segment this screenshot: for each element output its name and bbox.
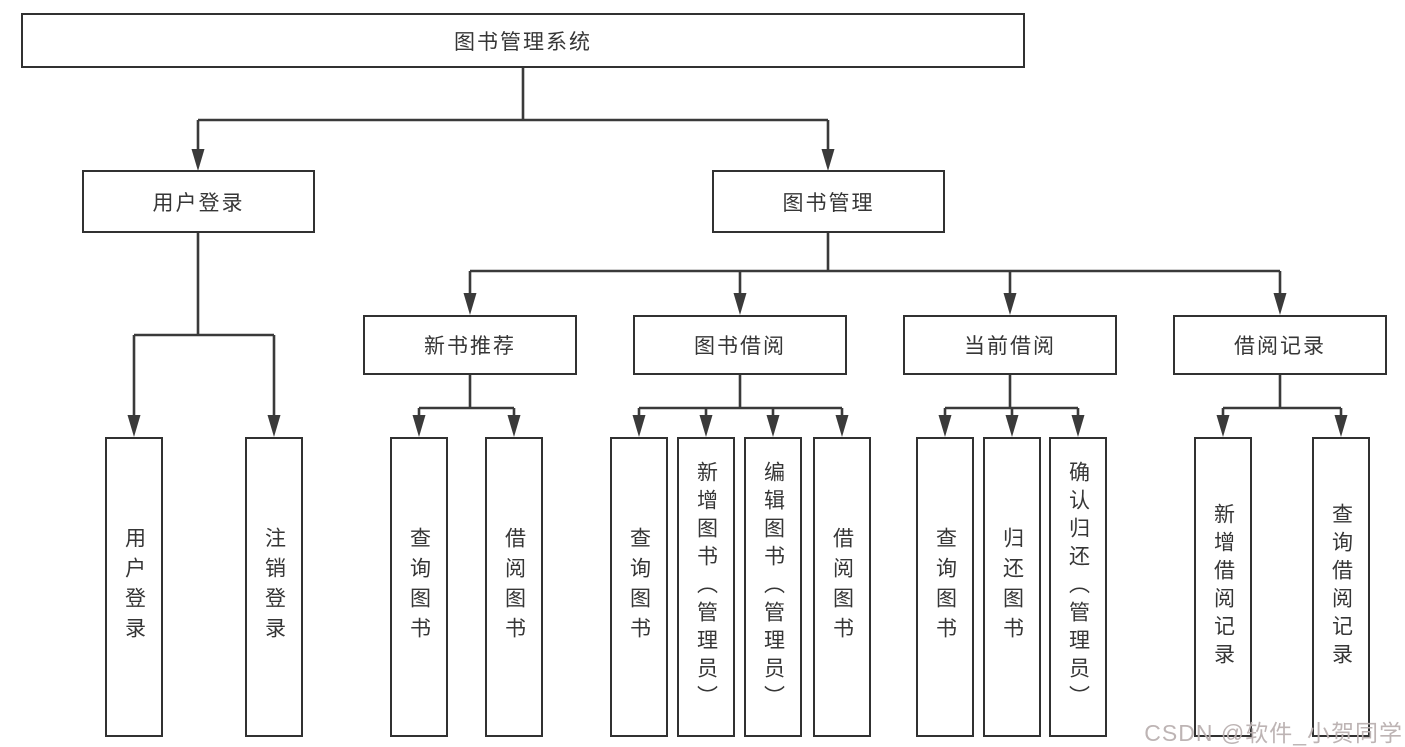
arrow-down-icon	[938, 415, 952, 437]
arrow-down-icon	[699, 415, 713, 437]
arrow-down-icon	[632, 415, 646, 437]
csdn-watermark: CSDN @软件_小贺同学	[1144, 720, 1403, 746]
arrow-down-icon	[507, 415, 521, 437]
arrow-down-icon	[191, 149, 205, 171]
arrow-down-icon	[733, 293, 747, 315]
node-label: 新书推荐	[424, 335, 516, 358]
node-library-management-system: 图书管理系统	[21, 13, 1025, 68]
node-leaf-borrow-edit-admin: 编辑图书（管理员）	[744, 437, 802, 737]
node-leaf-borrow-query: 查询图书	[610, 437, 668, 737]
arrow-down-icon	[766, 415, 780, 437]
node-leaf-current-confirm-admin: 确认归还（管理员）	[1049, 437, 1107, 737]
arrow-down-icon	[127, 415, 141, 437]
node-label: 查询图书	[407, 527, 431, 647]
node-leaf-records-add: 新增借阅记录	[1194, 437, 1252, 737]
arrow-down-icon	[821, 149, 835, 171]
node-leaf-user-login: 用户登录	[105, 437, 163, 737]
node-borrow-records: 借阅记录	[1173, 315, 1387, 375]
node-label: 借阅记录	[1234, 335, 1326, 358]
node-leaf-records-query: 查询借阅记录	[1312, 437, 1370, 737]
node-label: 图书管理	[782, 191, 875, 215]
arrow-down-icon	[463, 293, 477, 315]
node-label: 归还图书	[1000, 527, 1024, 647]
node-new-book-recommend: 新书推荐	[363, 315, 577, 375]
node-leaf-borrow-borrow: 借阅图书	[813, 437, 871, 737]
arrow-down-icon	[1334, 415, 1348, 437]
node-label: 借阅图书	[830, 527, 854, 647]
node-leaf-current-return: 归还图书	[983, 437, 1041, 737]
node-leaf-logout: 注销登录	[245, 437, 303, 737]
node-label: 用户登录	[152, 191, 245, 215]
arrow-down-icon	[1071, 415, 1085, 437]
node-label: 编辑图书（管理员）	[761, 461, 785, 713]
node-leaf-newbook-borrow: 借阅图书	[485, 437, 543, 737]
node-label: 确认归还（管理员）	[1066, 461, 1090, 713]
node-label: 用户登录	[122, 527, 146, 647]
node-label: 查询图书	[933, 527, 957, 647]
node-leaf-newbook-query: 查询图书	[390, 437, 448, 737]
node-leaf-borrow-add-admin: 新增图书（管理员）	[677, 437, 735, 737]
node-user-login: 用户登录	[82, 170, 315, 233]
arrow-down-icon	[412, 415, 426, 437]
node-label: 新增借阅记录	[1211, 503, 1235, 671]
node-label: 当前借阅	[964, 335, 1056, 358]
arrow-down-icon	[1273, 293, 1287, 315]
node-label: 新增图书（管理员）	[694, 461, 718, 713]
arrow-down-icon	[1216, 415, 1230, 437]
node-book-borrow: 图书借阅	[633, 315, 847, 375]
node-label: 查询借阅记录	[1329, 503, 1353, 671]
node-label: 图书管理系统	[454, 30, 592, 54]
arrow-down-icon	[267, 415, 281, 437]
arrow-down-icon	[1005, 415, 1019, 437]
arrow-down-icon	[1003, 293, 1017, 315]
node-label: 借阅图书	[502, 527, 526, 647]
node-label: 图书借阅	[694, 335, 786, 358]
node-label: 注销登录	[262, 527, 286, 647]
node-label: 查询图书	[627, 527, 651, 647]
node-leaf-current-query: 查询图书	[916, 437, 974, 737]
node-current-borrow: 当前借阅	[903, 315, 1117, 375]
node-book-management: 图书管理	[712, 170, 945, 233]
arrow-down-icon	[835, 415, 849, 437]
